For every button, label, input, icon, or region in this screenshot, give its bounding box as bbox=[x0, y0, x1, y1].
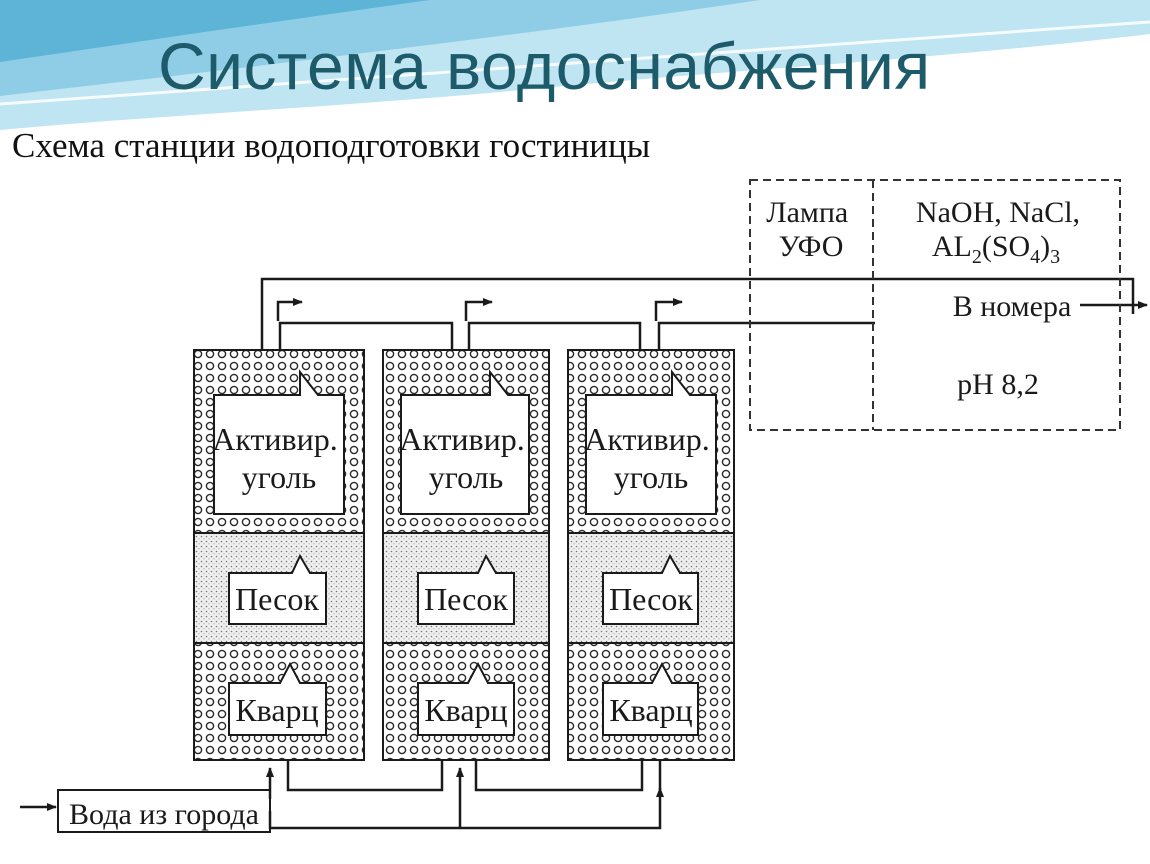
filter-3-carbon-label-line2: уголь bbox=[614, 459, 688, 495]
inlet-label-box bbox=[57, 789, 271, 833]
filter-3-quartz-label: Кварц bbox=[609, 692, 692, 728]
filter-column-1: Активир. уголь Песок Кварц bbox=[193, 349, 365, 761]
treatment-block: Лампа УФО NaOH, NaCl, AL2(SO4)3 pH 8,2 В… bbox=[749, 179, 1121, 431]
filter-1-carbon-label-line1: Активир. bbox=[212, 421, 338, 457]
inlet-main-line bbox=[268, 787, 664, 830]
filter-column-3: Активир. уголь Песок Кварц bbox=[567, 349, 735, 761]
wave-highlight bbox=[0, 20, 1150, 106]
reagents-line-2: AL2(SO4)3 bbox=[932, 230, 1060, 268]
outlet-main-line bbox=[260, 277, 1135, 350]
treatment-frame bbox=[749, 179, 1121, 431]
outlet-pipe-2 bbox=[467, 321, 642, 350]
ph-label: pH 8,2 bbox=[957, 368, 1039, 401]
filter-1-quartz-label: Кварц bbox=[235, 692, 318, 728]
slide-title: Система водоснабжения bbox=[158, 29, 931, 103]
filter-2-quartz-label: Кварц bbox=[424, 692, 507, 728]
outlet-piping bbox=[260, 277, 1148, 350]
slide-subtitle: Схема станции водоподготовки гостиницы bbox=[12, 126, 651, 165]
filter-3-sand-label: Песок bbox=[609, 581, 693, 617]
inlet-label: Вода из города bbox=[69, 798, 259, 831]
outlet-label: В номера bbox=[953, 290, 1072, 323]
uv-lamp-label: Лампа УФО bbox=[766, 196, 856, 263]
outlet-pipe-1 bbox=[278, 321, 454, 350]
filter-column-2: Активир. уголь Песок Кварц bbox=[382, 349, 550, 761]
inlet-bypass-2 bbox=[474, 760, 644, 792]
filter-3-quartz-label-box bbox=[602, 661, 699, 736]
outlet-label-background bbox=[940, 284, 1078, 326]
water-treatment-diagram: Активир. уголь Песок Кварц Активир. угол… bbox=[20, 179, 1148, 833]
outlet-arrow-2 bbox=[464, 298, 493, 321]
filter-3-sand-label-box bbox=[602, 553, 699, 625]
filter-2-carbon-label: Активир. уголь bbox=[399, 421, 533, 495]
filter-2-quartz-label-box bbox=[417, 661, 515, 736]
uv-lamp-label-line2: УФО bbox=[779, 230, 844, 263]
filter-1-quartz-label-box bbox=[228, 661, 327, 736]
filter-2-sand-label-box bbox=[417, 553, 515, 625]
reagents-line-1: NaOH, NaCl, bbox=[916, 196, 1080, 229]
outlet-pipe-3 bbox=[657, 321, 875, 350]
uv-lamp-label-line1: Лампа bbox=[766, 196, 848, 229]
inlet-bypass-1 bbox=[286, 760, 444, 792]
outlet-arrow-3 bbox=[654, 298, 683, 321]
filter-3-carbon-label-box bbox=[585, 369, 717, 515]
filter-1-sand-label-box bbox=[228, 553, 327, 625]
wave-dark bbox=[0, 0, 430, 62]
filter-1-carbon-label: Активир. уголь bbox=[212, 421, 346, 495]
inlet-piping bbox=[20, 760, 664, 833]
filter-2-carbon-label-line2: уголь bbox=[429, 459, 503, 495]
filters-group: Активир. уголь Песок Кварц Активир. угол… bbox=[193, 349, 735, 761]
filter-2-carbon-label-box bbox=[400, 369, 530, 515]
filter-1-sand-label: Песок bbox=[235, 581, 319, 617]
filter-2-sand-label: Песок bbox=[424, 581, 508, 617]
outlet-arrow-1 bbox=[276, 298, 303, 321]
filter-1-carbon-label-box bbox=[213, 369, 345, 515]
filter-1-carbon-label-line2: уголь bbox=[242, 459, 316, 495]
filter-2-carbon-label-line1: Активир. bbox=[399, 421, 525, 457]
filter-3-carbon-label: Активир. уголь bbox=[584, 421, 718, 495]
filter-3-carbon-label-line1: Активир. bbox=[584, 421, 710, 457]
